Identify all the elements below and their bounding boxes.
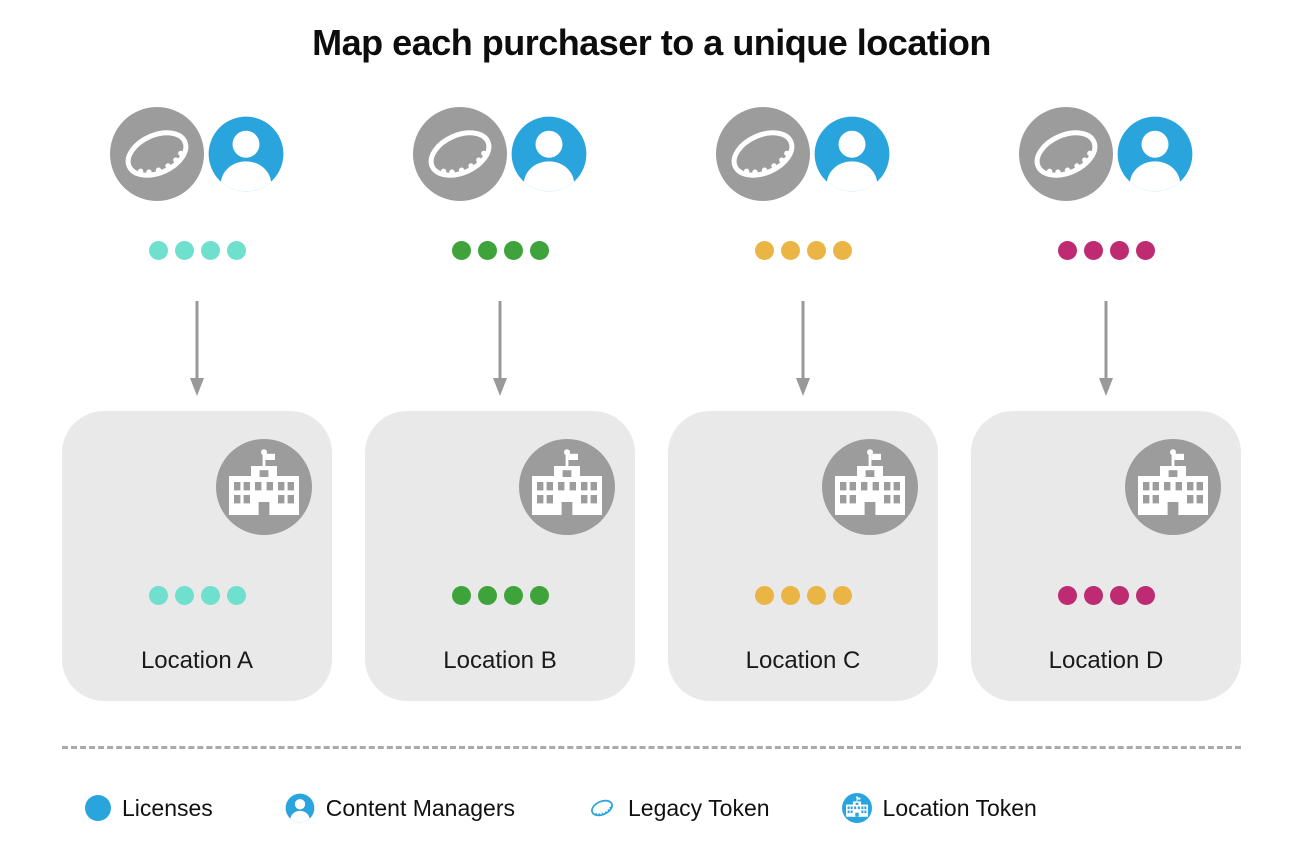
license-dot: [503, 241, 523, 260]
location-token-icon: [519, 439, 615, 535]
legend-item-legacy-token: Legacy Token: [587, 793, 770, 823]
license-dot: [174, 586, 194, 605]
license-dot: [226, 586, 246, 605]
license-dots: [148, 586, 246, 605]
license-dot: [1135, 586, 1155, 605]
license-dot: [832, 241, 852, 260]
location-label: Location A: [140, 647, 254, 674]
legend-label-content-managers: Content Managers: [325, 794, 516, 821]
person-icon: [285, 793, 315, 823]
license-dot: [477, 241, 497, 260]
down-arrow-icon: [1098, 301, 1114, 396]
content-manager-icon: [813, 115, 891, 193]
license-dot: [1109, 586, 1129, 605]
legend-item-licenses: Licenses: [85, 795, 213, 822]
license-dot: [780, 241, 800, 260]
location-card: Location A: [62, 411, 332, 701]
location-token-icon: [1125, 439, 1221, 535]
legend-label-legacy-token: Legacy Token: [628, 794, 770, 821]
license-dot-icon: [85, 795, 111, 821]
license-dot: [148, 241, 168, 260]
license-dot: [477, 586, 497, 605]
legacy-token-icon: [1018, 107, 1113, 201]
license-dot: [503, 586, 523, 605]
location-card: Location C: [668, 411, 938, 701]
license-dots: [754, 586, 852, 605]
license-dot: [806, 241, 826, 260]
location-label: Location C: [745, 647, 861, 674]
location-label: Location D: [1048, 647, 1164, 674]
legend-label-location-token: Location Token: [882, 794, 1037, 821]
license-dots: [1057, 586, 1155, 605]
down-arrow-icon: [492, 301, 508, 396]
legend-divider: [62, 746, 1241, 749]
page-title: Map each purchaser to a unique location: [312, 22, 991, 63]
license-dot: [832, 586, 852, 605]
license-dot: [529, 586, 549, 605]
coin-icon: [587, 793, 617, 823]
license-dot: [200, 586, 220, 605]
license-dot: [529, 241, 549, 260]
purchaser-icons: [412, 106, 588, 202]
purchaser-columns: Location A Location B: [0, 106, 1303, 701]
legend-item-location-token: Location Token: [842, 793, 1037, 823]
license-dots: [451, 586, 549, 605]
license-dot: [806, 586, 826, 605]
license-dots: [148, 241, 246, 260]
purchaser-icons: [109, 106, 285, 202]
license-dots: [451, 241, 549, 260]
building-icon: [842, 793, 872, 823]
license-dot: [451, 241, 471, 260]
legend-label-licenses: Licenses: [122, 794, 213, 821]
license-dot: [1057, 586, 1077, 605]
license-dots: [1057, 241, 1155, 260]
license-dot: [174, 241, 194, 260]
content-manager-icon: [1116, 115, 1194, 193]
legacy-token-icon: [412, 107, 507, 201]
location-card: Location B: [365, 411, 635, 701]
license-dot: [1109, 241, 1129, 260]
location-token-icon: [822, 439, 918, 535]
content-manager-icon: [510, 115, 588, 193]
license-dot: [1083, 586, 1103, 605]
legacy-token-icon: [715, 107, 810, 201]
license-dot: [1135, 241, 1155, 260]
purchaser-column-a: Location A: [62, 106, 332, 701]
license-dot: [148, 586, 168, 605]
license-dot: [1083, 241, 1103, 260]
legend: Licenses Content Managers Legacy Token L…: [85, 793, 1303, 823]
license-dot: [226, 241, 246, 260]
purchaser-column-c: Location C: [668, 106, 938, 701]
down-arrow-icon: [189, 301, 205, 396]
location-card: Location D: [971, 411, 1241, 701]
purchaser-column-d: Location D: [971, 106, 1241, 701]
license-dot: [754, 241, 774, 260]
license-dots: [754, 241, 852, 260]
purchaser-icons: [715, 106, 891, 202]
down-arrow-icon: [795, 301, 811, 396]
location-label: Location B: [443, 647, 557, 674]
license-dot: [451, 586, 471, 605]
license-dot: [200, 241, 220, 260]
legacy-token-icon: [109, 107, 204, 201]
license-dot: [780, 586, 800, 605]
purchaser-icons: [1018, 106, 1194, 202]
legend-item-content-managers: Content Managers: [285, 793, 515, 823]
license-dot: [1057, 241, 1077, 260]
purchaser-column-b: Location B: [365, 106, 635, 701]
license-dot: [754, 586, 774, 605]
location-token-icon: [216, 439, 312, 535]
content-manager-icon: [207, 115, 285, 193]
